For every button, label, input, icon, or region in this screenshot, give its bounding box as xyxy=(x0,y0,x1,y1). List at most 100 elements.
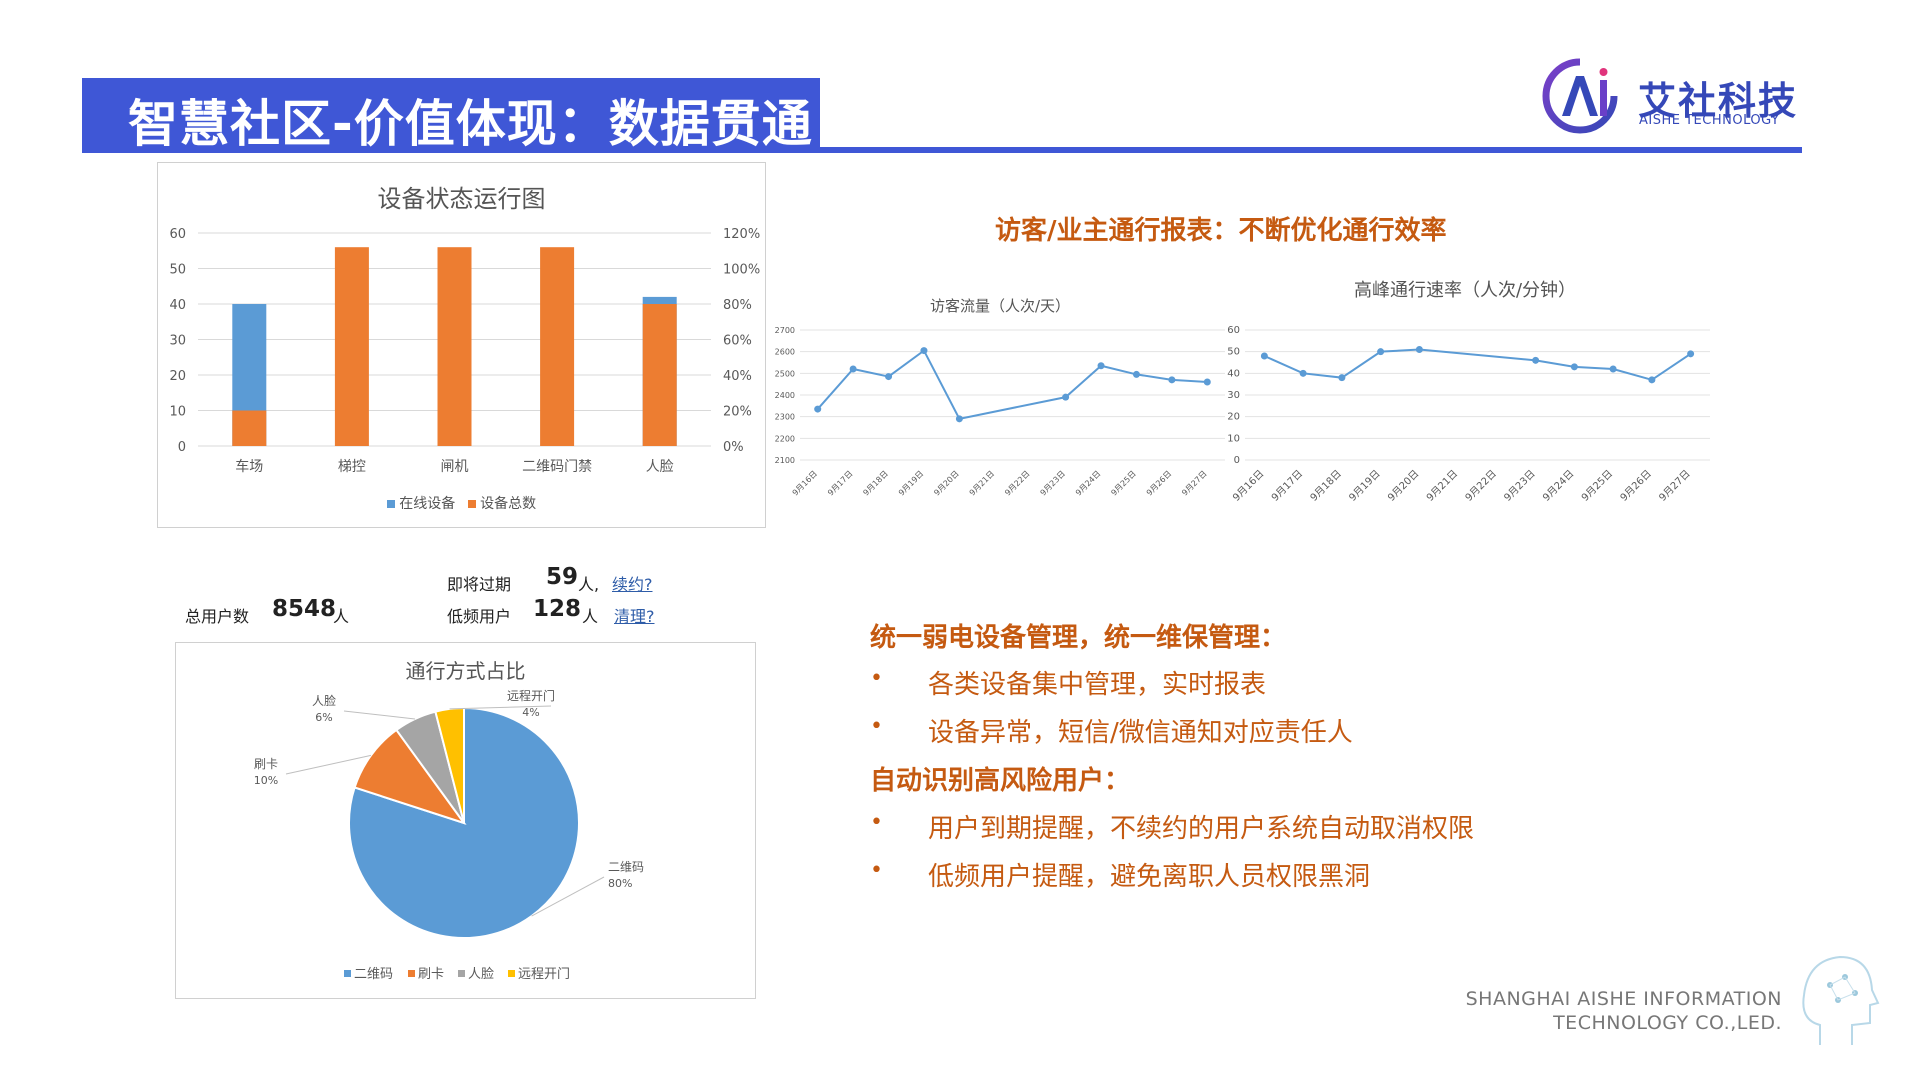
y2-tick-label: 120% xyxy=(723,227,760,242)
x-tick-label: 9月17日 xyxy=(1269,468,1305,504)
x-tick-label: 闸机 xyxy=(441,459,469,475)
bar-total xyxy=(540,247,575,446)
cleanup-link[interactable]: 清理? xyxy=(614,607,655,626)
legend-swatch-total xyxy=(467,500,476,508)
data-point xyxy=(1687,350,1695,358)
logo-cn: 艾社科技 xyxy=(1638,79,1799,123)
device-chart-legend: 在线设备 设备总数 xyxy=(158,493,765,513)
renew-link[interactable]: 续约? xyxy=(612,575,653,594)
data-point xyxy=(1338,374,1346,382)
company-logo xyxy=(1540,56,1810,136)
logo-mark-icon xyxy=(1542,58,1618,134)
y-tick-label: 2600 xyxy=(775,348,795,357)
legend-swatch xyxy=(344,970,351,977)
bullet-3: • xyxy=(870,810,883,835)
feature-heading-1: 统一弱电设备管理，统一维保管理： xyxy=(870,623,1287,653)
x-tick-label: 梯控 xyxy=(338,459,366,475)
title-underline xyxy=(82,147,1802,153)
x-tick-label: 9月18日 xyxy=(861,469,889,497)
feature-item-2: 设备异常，短信/微信通知对应责任人 xyxy=(928,718,1353,748)
x-tick-label: 9月19日 xyxy=(1347,468,1383,504)
leader-line xyxy=(343,710,416,720)
x-tick-label: 9月26日 xyxy=(1145,469,1173,497)
leader-line xyxy=(449,705,552,710)
y2-tick-label: 20% xyxy=(723,405,752,420)
x-tick-label: 9月26日 xyxy=(1618,468,1654,504)
expiring-label: 即将过期 xyxy=(447,575,512,594)
bar-total xyxy=(232,410,267,446)
lowfreq-label: 低频用户 xyxy=(447,607,512,626)
data-point xyxy=(1168,376,1176,384)
x-tick-label: 9月27日 xyxy=(1657,468,1693,504)
y-tick-label: 0 xyxy=(178,440,186,455)
data-point xyxy=(814,405,822,413)
footer-line-1: SHANGHAI AISHE INFORMATION xyxy=(1465,988,1782,1010)
x-tick-label: 9月22日 xyxy=(1463,468,1499,504)
legend-online: 在线设备 xyxy=(399,496,456,512)
data-point xyxy=(1132,370,1140,378)
pie-slice xyxy=(348,706,580,939)
slice-category-label: 刷卡 xyxy=(254,757,278,771)
legend-label: 远程开门 xyxy=(518,967,570,982)
series-line xyxy=(1263,348,1692,381)
x-tick-label: 二维码门禁 xyxy=(522,459,592,475)
x-tick-label: 9月22日 xyxy=(1003,469,1031,497)
feature-item-1: 各类设备集中管理，实时报表 xyxy=(928,670,1267,700)
x-tick-label: 9月25日 xyxy=(1579,468,1615,504)
x-tick-label: 9月16日 xyxy=(791,469,819,497)
data-point xyxy=(885,373,893,381)
expiring-unit: 人, xyxy=(578,575,600,594)
expiring-value: 59 xyxy=(546,564,579,590)
title-bar xyxy=(82,78,820,152)
data-point xyxy=(920,347,928,355)
footer-line-2: TECHNOLOGY CO.,LED. xyxy=(1553,1012,1782,1034)
x-tick-label: 9月24日 xyxy=(1074,469,1102,497)
leader-line xyxy=(285,754,372,775)
data-point xyxy=(1648,376,1656,384)
pie-chart: 二维码80%刷卡10%人脸6%远程开门4%二维码刷卡人脸远程开门 xyxy=(254,688,644,982)
y-tick-label: 20 xyxy=(1227,412,1240,423)
y-tick-label: 30 xyxy=(169,334,186,349)
y-tick-label: 2100 xyxy=(775,456,795,465)
slice-percent-label: 80% xyxy=(608,877,632,890)
slice-category-label: 二维码 xyxy=(608,860,644,874)
data-point xyxy=(1097,362,1105,370)
data-point xyxy=(1532,356,1540,364)
slice-percent-label: 4% xyxy=(522,706,539,719)
data-point xyxy=(1377,348,1385,356)
legend-swatch xyxy=(408,970,415,977)
bullet-4: • xyxy=(870,858,883,883)
data-point xyxy=(1415,346,1423,353)
legend-label: 二维码 xyxy=(354,967,393,982)
legend-total: 设备总数 xyxy=(480,496,537,512)
total-users-value: 8548 xyxy=(272,596,337,622)
y-tick-label: 10 xyxy=(169,405,186,420)
pie-slice xyxy=(353,728,467,825)
total-users-label: 总用户数 xyxy=(185,607,250,626)
y-tick-label: 30 xyxy=(1227,390,1240,401)
y2-tick-label: 60% xyxy=(723,334,752,349)
x-tick-label: 9月20日 xyxy=(1385,468,1421,504)
y-tick-label: 20 xyxy=(169,369,186,384)
total-users-unit: 人 xyxy=(333,607,350,626)
data-point xyxy=(1062,393,1070,401)
bullet-2: • xyxy=(870,714,883,739)
ai-head-icon xyxy=(1802,955,1880,1045)
y-tick-label: 40 xyxy=(1227,368,1240,379)
data-point xyxy=(1299,369,1307,377)
y2-tick-label: 100% xyxy=(723,263,760,278)
y2-tick-label: 80% xyxy=(723,298,752,313)
feature-item-4: 低频用户提醒，避免离职人员权限黑洞 xyxy=(928,862,1371,892)
x-tick-label: 9月24日 xyxy=(1540,468,1576,504)
y2-tick-label: 0% xyxy=(723,440,744,455)
visitor-chart-title: 访客流量（人次/天） xyxy=(929,297,1071,315)
x-tick-label: 人脸 xyxy=(646,459,674,475)
y-tick-label: 40 xyxy=(169,298,186,313)
bar-total xyxy=(642,304,677,446)
x-tick-label: 9月23日 xyxy=(1039,469,1067,497)
data-point xyxy=(955,415,963,423)
